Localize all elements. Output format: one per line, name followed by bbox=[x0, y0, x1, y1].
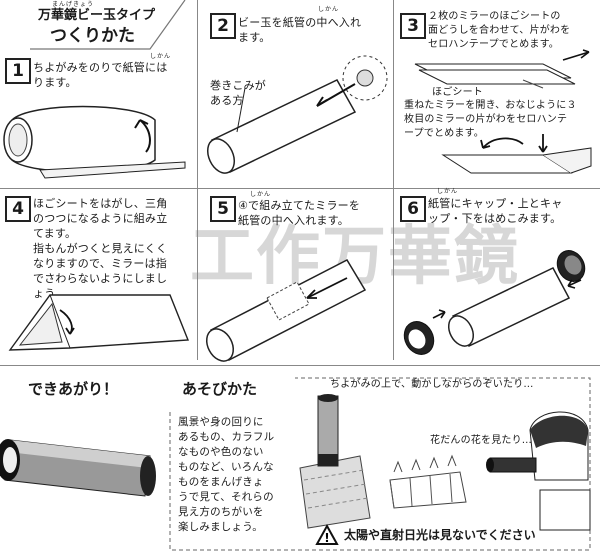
play-line: ものなど、いろんな bbox=[178, 461, 274, 473]
step-6-number: 6 bbox=[400, 196, 426, 222]
play-line: 見え方のちがいを bbox=[178, 506, 264, 518]
play-line: 風景や身の回りに bbox=[178, 416, 264, 428]
step-4-illustration bbox=[8, 294, 190, 351]
play-caption-2: 花だんの花を見たり… bbox=[430, 435, 532, 446]
play-line: あるもの、カラフル bbox=[178, 431, 275, 443]
step-3-illustration bbox=[414, 49, 592, 174]
step-4-line: ほごシートをはがし、三角 bbox=[33, 197, 168, 210]
play-line: 楽しみましょう。 bbox=[178, 521, 263, 533]
divider bbox=[393, 188, 394, 360]
step-4-text: ほごシートをはがし、三角 のつつになるように組み立 てます。 指もんがつくと見え… bbox=[33, 196, 193, 301]
step-2-number: 2 bbox=[210, 13, 236, 39]
step-6-illustration bbox=[403, 250, 586, 355]
callout-line: ある方 bbox=[210, 94, 244, 107]
step-1-number: 1 bbox=[5, 58, 31, 84]
divider bbox=[393, 0, 394, 188]
step-6-ruby: しかん bbox=[437, 188, 459, 195]
step-1-ruby: しかん bbox=[150, 53, 172, 60]
play-caption-1: ちよがみの上で、動かしながらのぞいたり… bbox=[330, 379, 534, 390]
step-2-line: ます。 bbox=[238, 31, 271, 44]
step-5-line: 紙管の中へ入れます。 bbox=[238, 214, 349, 227]
step-6-line: 紙管にキャップ・上とキャ bbox=[428, 197, 563, 210]
step-5-ruby: しかん bbox=[250, 191, 272, 198]
play-line: なものや色のない bbox=[178, 446, 264, 458]
divider bbox=[197, 0, 198, 188]
step-5-illustration bbox=[205, 259, 367, 362]
step-3-line: 枚目のミラーの片がわをセロハンテ bbox=[404, 114, 568, 125]
divider bbox=[0, 188, 600, 189]
step-3-line: 面どうしを合わせて、片がわを bbox=[428, 25, 571, 36]
step-1-text: ちよがみをのりで紙管には ります。 bbox=[33, 60, 193, 90]
divider bbox=[0, 365, 600, 366]
step-4-line: てます。 bbox=[33, 227, 77, 240]
step-1-illustration bbox=[3, 105, 186, 179]
step-6-text: 紙管にキャップ・上とキャ ップ・下をはめこみます。 bbox=[428, 196, 598, 226]
warning-text: 太陽や直射日光は見ないでください bbox=[344, 528, 536, 542]
step-3-label: ほごシート bbox=[432, 87, 483, 98]
step-4-number: 4 bbox=[5, 196, 31, 222]
play-illustration bbox=[299, 394, 591, 531]
step-3-text: ２枚のミラーのほごシートの 面どうしを合わせて、片がわを セロハンテープでとめま… bbox=[428, 10, 600, 52]
step-2-ruby: しかん bbox=[318, 6, 340, 13]
step-5-number: 5 bbox=[210, 196, 236, 222]
step-3-text-2: 重ねたミラーを開き、おなじように３ 枚目のミラーの片がわをセロハンテ ープでとめ… bbox=[404, 99, 600, 141]
step-4-line: なりますので、ミラーは指 bbox=[33, 257, 167, 270]
step-3-line: ープでとめます。 bbox=[404, 128, 484, 139]
step-2-illustration bbox=[206, 55, 388, 174]
play-line: うで見て、それらの bbox=[178, 491, 274, 503]
divider bbox=[197, 188, 198, 360]
step-3-number: 3 bbox=[400, 13, 426, 39]
step-3-line: セロハンテープでとめます。 bbox=[428, 39, 559, 50]
step-1-line: ります。 bbox=[33, 76, 77, 89]
finished-kaleidoscope-illustration bbox=[0, 439, 156, 497]
step-2-text: ビー玉を紙管の中へ入れ ます。 bbox=[238, 15, 388, 45]
step-6-line: ップ・下をはめこみます。 bbox=[428, 212, 562, 225]
play-text: 風景や身の回りに あるもの、カラフル なものや色のない ものなど、いろんな もの… bbox=[178, 415, 298, 535]
header-subtitle: 万華鏡ビー玉タイプ bbox=[38, 8, 156, 23]
step-2-callout: 巻きこみが ある方 bbox=[210, 78, 280, 108]
play-line: ものをまんげきょ bbox=[178, 476, 264, 488]
step-1-line: ちよがみをのりで紙管には bbox=[33, 61, 168, 74]
step-2-line: ビー玉を紙管の中へ入れ bbox=[238, 16, 362, 29]
step-4-line: でさわらないようにしまし bbox=[33, 272, 168, 285]
header-underline bbox=[30, 0, 186, 50]
step-3-line: ２枚のミラーのほごシートの bbox=[428, 11, 561, 22]
callout-line: 巻きこみが bbox=[210, 79, 266, 92]
play-frame bbox=[169, 377, 591, 551]
step-4-line: 指もんがつくと見えにくく bbox=[33, 242, 168, 255]
done-title: できあがり！ bbox=[28, 380, 119, 398]
page-title: つくりかた bbox=[50, 26, 135, 46]
svg-text:!: ! bbox=[324, 531, 329, 545]
step-5-line: ④で組み立てたミラーを bbox=[238, 199, 361, 212]
warning-icon: ! bbox=[315, 523, 339, 545]
step-3-line: 重ねたミラーを開き、おなじように３ bbox=[404, 100, 577, 111]
header-ruby: まんげきょう bbox=[52, 1, 95, 8]
step-5-text: ④で組み立てたミラーを 紙管の中へ入れます。 bbox=[238, 198, 393, 228]
play-title: あそびかた bbox=[182, 380, 258, 398]
step-4-line: のつつになるように組み立 bbox=[33, 212, 168, 225]
